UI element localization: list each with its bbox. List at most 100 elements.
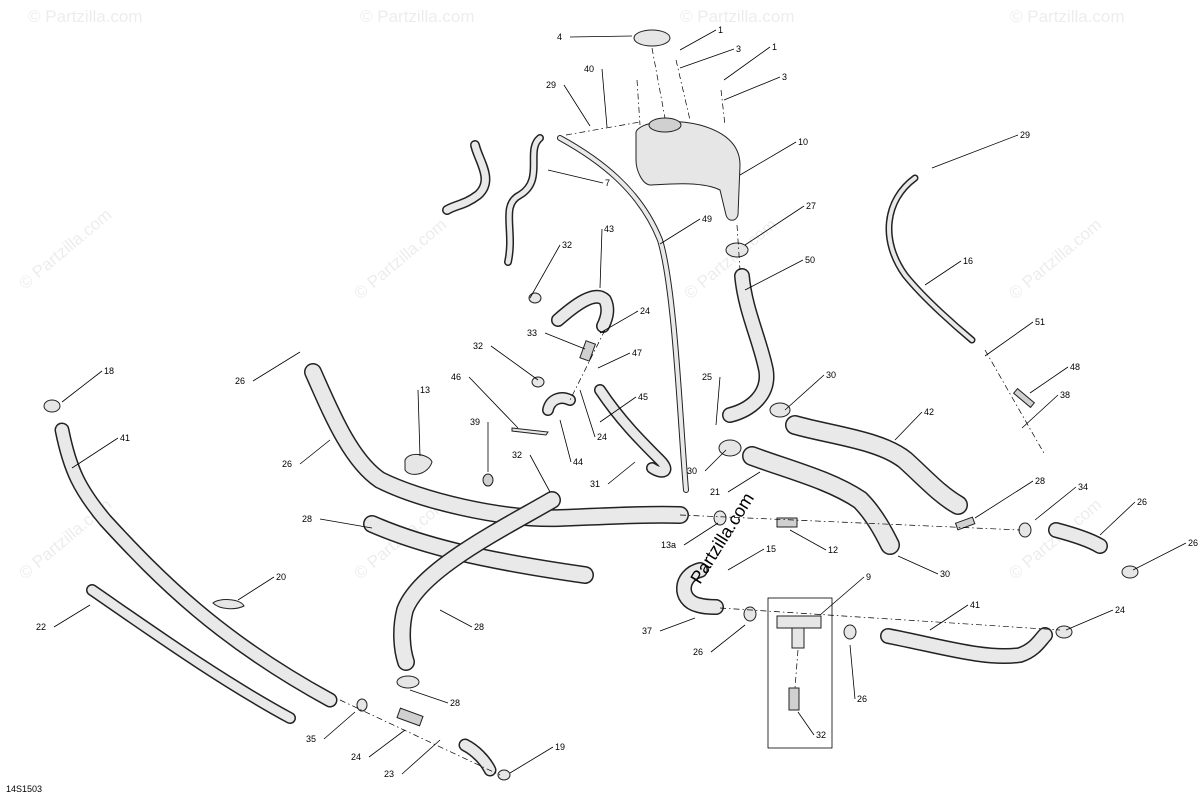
callout-leader (563, 84, 591, 127)
callout-leader (439, 609, 473, 628)
callout-leader (849, 644, 856, 700)
callout-leader (299, 439, 331, 465)
callout-leader (490, 345, 539, 381)
sensor-23 (788, 687, 800, 711)
clamp-28a (713, 510, 727, 526)
callout-leader (974, 480, 1034, 519)
callout-leader (509, 746, 554, 774)
callout-leader (599, 310, 639, 334)
callout-leader (237, 576, 275, 601)
callout-label-40: 40 (584, 64, 594, 74)
callout-label-18: 18 (104, 366, 114, 376)
hose-49 (557, 135, 689, 493)
callout-label-30: 30 (826, 370, 836, 380)
callout-leader (897, 555, 939, 575)
callout-label-34: 34 (1078, 482, 1088, 492)
callout-leader (1029, 366, 1069, 394)
callout-label-1: 1 (772, 42, 777, 52)
callout-label-20: 20 (276, 572, 286, 582)
callout-label-41: 41 (970, 600, 980, 610)
callout-leader (579, 389, 596, 438)
callout-label-32: 32 (512, 450, 522, 460)
strap-41b (212, 599, 245, 610)
callout-leader (789, 529, 827, 551)
callout-leader (1132, 542, 1187, 571)
callout-leader (659, 218, 701, 245)
callout-label-22: 22 (36, 622, 46, 632)
callout-leader (1099, 501, 1136, 536)
callout-label-15: 15 (766, 544, 776, 554)
watermark: © Partzilla.com (680, 215, 780, 303)
callout-leader (924, 260, 962, 286)
callout-label-4: 4 (557, 32, 562, 42)
tank-neck (648, 117, 682, 133)
callout-label-13a: 13a (661, 540, 676, 550)
callout-label-51: 51 (1035, 317, 1045, 327)
callout-leader (559, 419, 572, 463)
plug-39 (482, 473, 494, 487)
callout-leader (723, 76, 781, 101)
fitting-48 (1012, 387, 1036, 409)
callout-label-31: 31 (590, 479, 600, 489)
callout-label-24: 24 (351, 752, 361, 762)
callout-label-3: 3 (736, 44, 741, 54)
callout-label-49: 49 (702, 214, 712, 224)
callout-leader (368, 729, 406, 758)
fitting-35 (396, 707, 424, 727)
callout-leader (1021, 394, 1059, 429)
watermark: © Partzilla.com (15, 205, 115, 293)
callout-label-3: 3 (782, 72, 787, 82)
callout-leader (597, 352, 631, 369)
callout-leader (468, 376, 519, 429)
callout-label-29: 29 (1020, 130, 1030, 140)
callout-leader (599, 396, 637, 423)
callout-leader (544, 332, 586, 350)
centerlines (339, 47, 1061, 776)
callout-label-46: 46 (451, 372, 461, 382)
callout-leader (679, 48, 735, 69)
callout-leader (252, 351, 301, 382)
callout-leader (1065, 609, 1114, 631)
strap-41a (404, 453, 433, 475)
watermark: © Partzilla.com (1005, 215, 1105, 303)
callout-leader (601, 68, 608, 128)
callout-leader (319, 518, 373, 529)
callout-label-38: 38 (1060, 390, 1070, 400)
callout-leader (727, 471, 761, 493)
callout-leader (607, 461, 636, 485)
fitting-30 (954, 516, 976, 531)
callout-label-1: 1 (718, 25, 723, 35)
clamp-32c (531, 376, 545, 388)
callout-label-26: 26 (1188, 538, 1198, 548)
callout-leader (715, 376, 721, 426)
callout-label-26: 26 (1137, 497, 1147, 507)
callout-label-32: 32 (816, 730, 826, 740)
callout-label-26: 26 (857, 694, 867, 704)
callout-label-24: 24 (597, 432, 607, 442)
callout-label-28: 28 (474, 622, 484, 632)
callout-leader (1034, 486, 1077, 521)
clamp-28d (843, 624, 857, 640)
callout-label-25: 25 (702, 372, 712, 382)
callout-label-35: 35 (306, 734, 316, 744)
callout-leader (409, 689, 449, 704)
callout-label-16: 16 (963, 256, 973, 266)
callout-label-32: 32 (473, 341, 483, 351)
clamp-26b (1121, 565, 1139, 579)
callout-leader (744, 205, 805, 246)
callout-leader (569, 35, 633, 38)
callout-label-44: 44 (573, 457, 583, 467)
callout-leader (547, 169, 604, 184)
callout-label-10: 10 (798, 137, 808, 147)
callout-label-28: 28 (450, 698, 460, 708)
callout-leader (710, 624, 746, 653)
tie-46 (511, 427, 549, 436)
callout-leader (659, 617, 696, 632)
callout-label-50: 50 (805, 255, 815, 265)
callout-label-30: 30 (940, 569, 950, 579)
clamp-32d (497, 769, 511, 781)
callout-label-19: 19 (555, 742, 565, 752)
callout-leader (931, 134, 1019, 169)
callout-leader (739, 141, 797, 176)
callout-label-33: 33 (527, 328, 537, 338)
